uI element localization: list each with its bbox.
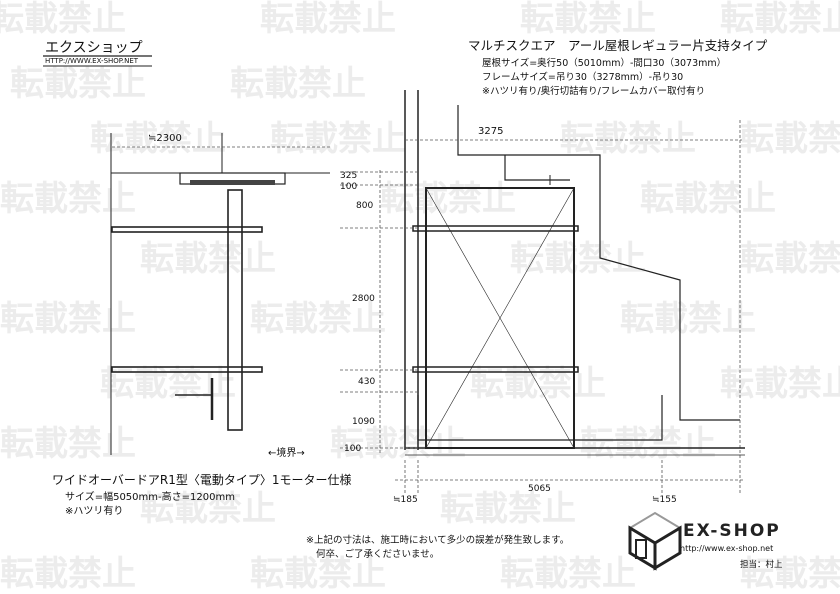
drawing-line <box>111 366 263 373</box>
drawing-line <box>504 155 570 181</box>
watermark-text: 転載禁止 <box>100 364 236 404</box>
dim-v-5: 430 <box>358 377 375 387</box>
watermark-text: 転載禁止 <box>140 239 276 279</box>
left-section-view: ≒2300 ←境界→ <box>110 133 330 459</box>
watermark-text: 転載禁止 <box>470 364 606 404</box>
watermark-text: 転載禁止 <box>640 179 776 219</box>
drawing-line <box>190 180 275 185</box>
spec-title: マルチスクエア アール屋根レギュラー片支持タイプ <box>468 38 768 53</box>
product-note: ※ハツリ有り <box>65 504 123 517</box>
drawing-line <box>111 226 263 233</box>
dim-v-2: 100 <box>340 182 357 192</box>
watermark-text: 転載禁止 <box>440 489 576 529</box>
drawing-line <box>412 225 579 232</box>
watermark-text: 転載禁止 <box>740 239 840 279</box>
footer-note-2: 何卒、ご了承くださいませ。 <box>316 548 439 560</box>
watermark-text: 転載禁止 <box>510 239 646 279</box>
watermark-text: 転載禁止 <box>250 299 386 339</box>
brand-url[interactable]: http://www.ex-shop.net <box>680 544 773 553</box>
watermark-text: 転載禁止 <box>0 179 136 219</box>
drawing-line <box>653 525 682 571</box>
spec-header: マルチスクエア アール屋根レギュラー片支持タイプ 屋根サイズ=奥行50（5010… <box>468 38 768 97</box>
staff-label: 担当：村上 <box>740 559 783 570</box>
boundary-label: ←境界→ <box>268 446 305 459</box>
spec-line-1: 屋根サイズ=奥行50（5010mm）-間口30（3073mm） <box>482 57 726 69</box>
dim-right-offset: ≒155 <box>652 495 677 505</box>
watermark-text: 転載禁止 <box>270 119 406 159</box>
watermark-text: 転載禁止 <box>500 554 636 594</box>
watermark-text: 転載禁止 <box>140 489 276 529</box>
drawing-line <box>457 105 740 421</box>
shop-url[interactable]: HTTP://WWW.EX-SHOP.NET <box>45 57 139 65</box>
footer-note-1: ※上記の寸法は、施工時において多少の誤差が発生致します。 <box>306 534 569 546</box>
watermark-text: 転載禁止 <box>0 299 136 339</box>
cube-logo-icon <box>628 511 682 571</box>
drawing-line <box>635 539 647 559</box>
watermark-text: 転載禁止 <box>720 0 840 39</box>
spec-line-3: ※ハツリ有り/奥行切詰有り/フレームカバー取付有り <box>482 85 705 97</box>
dim-v-4: 2800 <box>352 294 375 304</box>
watermark-text: 転載禁止 <box>520 0 656 39</box>
product-size: サイズ=幅5050mm-高さ=1200mm <box>65 490 235 503</box>
watermark-text: 転載禁止 <box>10 64 146 104</box>
drawing-line <box>417 395 663 441</box>
brand-name: EX-SHOP <box>683 521 781 541</box>
watermark-text: 転載禁止 <box>0 424 136 464</box>
watermark-text: 転載禁止 <box>720 364 840 404</box>
watermark-text: 転載禁止 <box>90 119 226 159</box>
watermark-text: 転載禁止 <box>740 554 840 594</box>
shop-header: エクスショップ HTTP://WWW.EX-SHOP.NET <box>43 40 152 67</box>
product-spec: ワイドオーバードアR1型〈電動タイプ〉1モーター仕様 サイズ=幅5050mm-高… <box>52 473 352 517</box>
footer-note: ※上記の寸法は、施工時において多少の誤差が発生致します。 何卒、ご了承くださいま… <box>306 534 569 560</box>
dim-v-7: 100 <box>344 444 361 454</box>
dim-top: 3275 <box>478 126 503 137</box>
watermark-text: 転載禁止 <box>0 554 136 594</box>
dim-v-1: 325 <box>340 171 357 181</box>
right-section-view: 3275 325 100 800 2800 430 1090 100 ≒185 … <box>340 90 745 505</box>
watermark-text: 転載禁止 <box>250 554 386 594</box>
watermark-text: 転載禁止 <box>260 0 396 39</box>
watermark-text: 転載禁止 <box>230 64 366 104</box>
dim-bottom-width: 5065 <box>528 484 551 494</box>
drawing-line <box>227 189 243 431</box>
dim-left-offset: ≒185 <box>393 495 418 505</box>
spec-line-2: フレームサイズ=吊り30（3278mm）-吊り30 <box>482 71 683 83</box>
watermark-text: 転載禁止 <box>740 119 840 159</box>
shop-name: エクスショップ <box>45 40 143 56</box>
ex-shop-logo: EX-SHOP http://www.ex-shop.net 担当：村上 <box>628 511 783 571</box>
watermark-text: 転載禁止 <box>560 119 696 159</box>
watermark-text: 転載禁止 <box>580 424 716 464</box>
watermark-text: 転載禁止 <box>330 424 466 464</box>
product-title: ワイドオーバードアR1型〈電動タイプ〉1モーター仕様 <box>52 473 352 487</box>
watermark-text: 転載禁止 <box>380 179 516 219</box>
dim-left-width: ≒2300 <box>148 133 182 144</box>
dim-v-6: 1090 <box>352 417 375 427</box>
watermark-text: 転載禁止 <box>0 0 126 39</box>
watermark-text: 転載禁止 <box>620 299 756 339</box>
drawing-line <box>412 366 579 373</box>
dim-v-3: 800 <box>356 201 373 211</box>
